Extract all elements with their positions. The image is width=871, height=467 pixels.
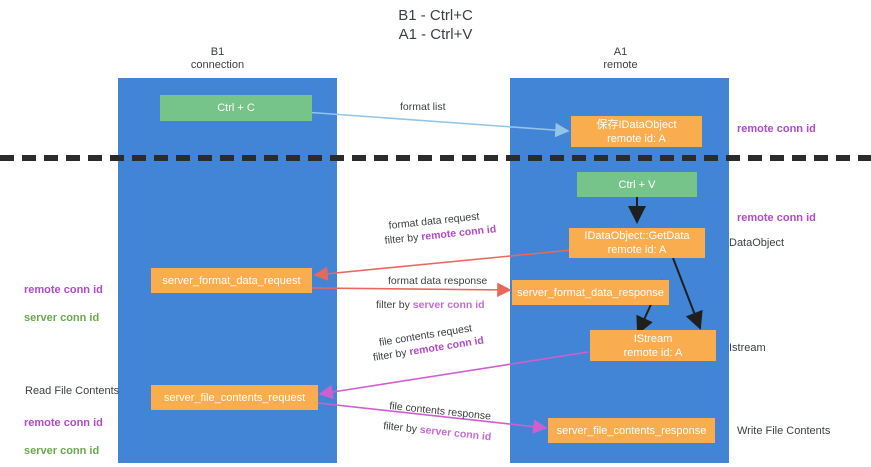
- node-idataobject-getdata[interactable]: IDataObject::GetData remote id: A: [569, 228, 705, 258]
- column-header-b1: B1 connection: [190, 46, 245, 71]
- node-server-format-data-request[interactable]: server_format_data_request: [151, 268, 312, 293]
- annotation-remote-conn-id: remote conn id: [24, 284, 103, 296]
- filter-prefix: filter by: [384, 231, 422, 247]
- phase-divider: [0, 155, 871, 161]
- filter-prefix: filter by: [382, 419, 421, 436]
- node-istream[interactable]: IStream remote id: A: [590, 330, 716, 361]
- edge-label-format-data-response: format data response: [388, 275, 488, 287]
- annotation-server-conn-id: server conn id: [24, 312, 100, 324]
- column-header-a1: A1 remote: [603, 46, 638, 71]
- edge-label-file-contents-response-filter: filter by server conn id: [383, 419, 492, 444]
- annotation-server-conn-id: server conn id: [24, 445, 100, 457]
- annotation-left-conn-ids-bottom: remote conn id server conn id: [24, 402, 103, 458]
- node-server-format-data-response[interactable]: server_format_data_response: [512, 280, 669, 305]
- node-save-idataobject[interactable]: 保存IDataObject remote id: A: [571, 116, 702, 147]
- node-server-file-contents-request[interactable]: server_file_contents_request: [151, 385, 318, 410]
- annotation-left-conn-ids-mid: remote conn id server conn id: [24, 269, 103, 325]
- annotation-dataobject: DataObject: [729, 237, 785, 249]
- filter-key: server conn id: [419, 423, 492, 444]
- page-title: B1 - Ctrl+C A1 - Ctrl+V: [398, 7, 473, 43]
- filter-key: server conn id: [412, 299, 485, 311]
- annotation-read-file-contents: Read File Contents: [25, 385, 120, 397]
- node-ctrl-v[interactable]: Ctrl + V: [577, 172, 697, 197]
- annotation-remote-conn-id: remote conn id: [24, 417, 103, 429]
- filter-prefix: filter by: [372, 346, 411, 364]
- node-server-file-contents-response[interactable]: server_file_contents_response: [548, 418, 715, 443]
- edge-label-file-contents-response: file contents response: [388, 399, 492, 423]
- edge-label-format-list: format list: [400, 101, 446, 113]
- annotation-remote-conn-id-top: remote conn id: [737, 123, 816, 135]
- filter-prefix: filter by: [376, 299, 413, 311]
- node-ctrl-c[interactable]: Ctrl + C: [160, 95, 312, 121]
- annotation-write-file-contents: Write File Contents: [737, 425, 831, 437]
- annotation-remote-conn-id-mid: remote conn id: [737, 212, 816, 224]
- edge-label-format-data-response-filter: filter by server conn id: [376, 298, 485, 312]
- edge-format-data-response: [311, 282, 512, 298]
- annotation-istream: Istream: [729, 342, 766, 354]
